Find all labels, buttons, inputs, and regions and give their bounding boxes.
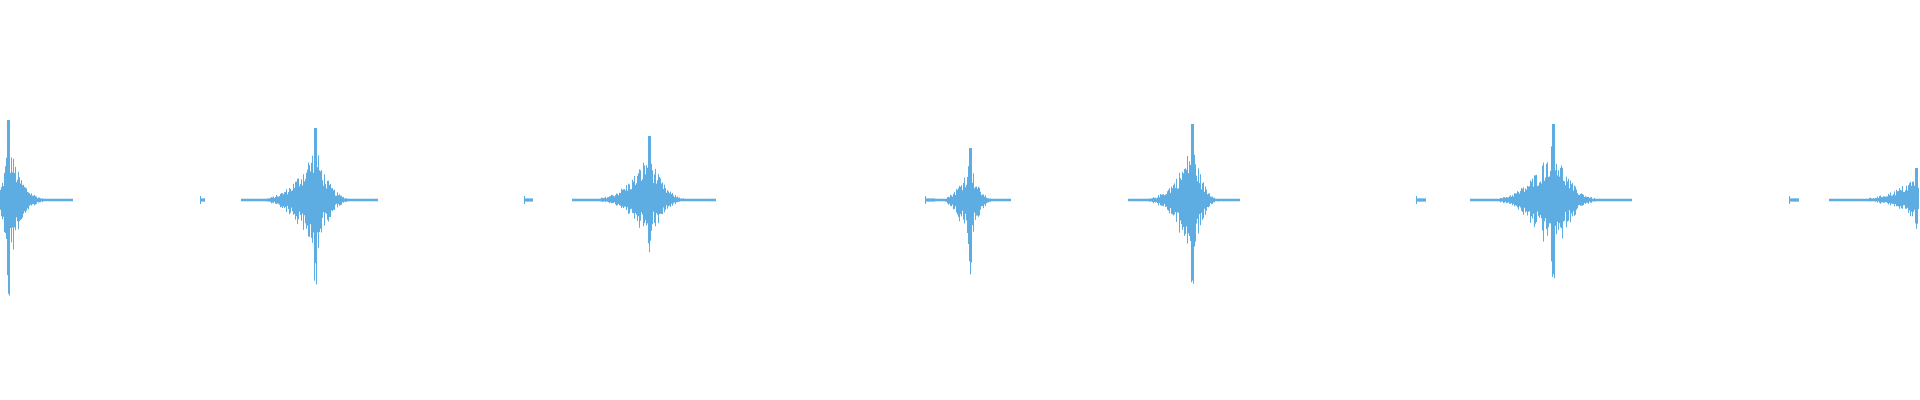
waveform-signal xyxy=(0,120,1919,296)
waveform-bars xyxy=(0,120,1919,296)
